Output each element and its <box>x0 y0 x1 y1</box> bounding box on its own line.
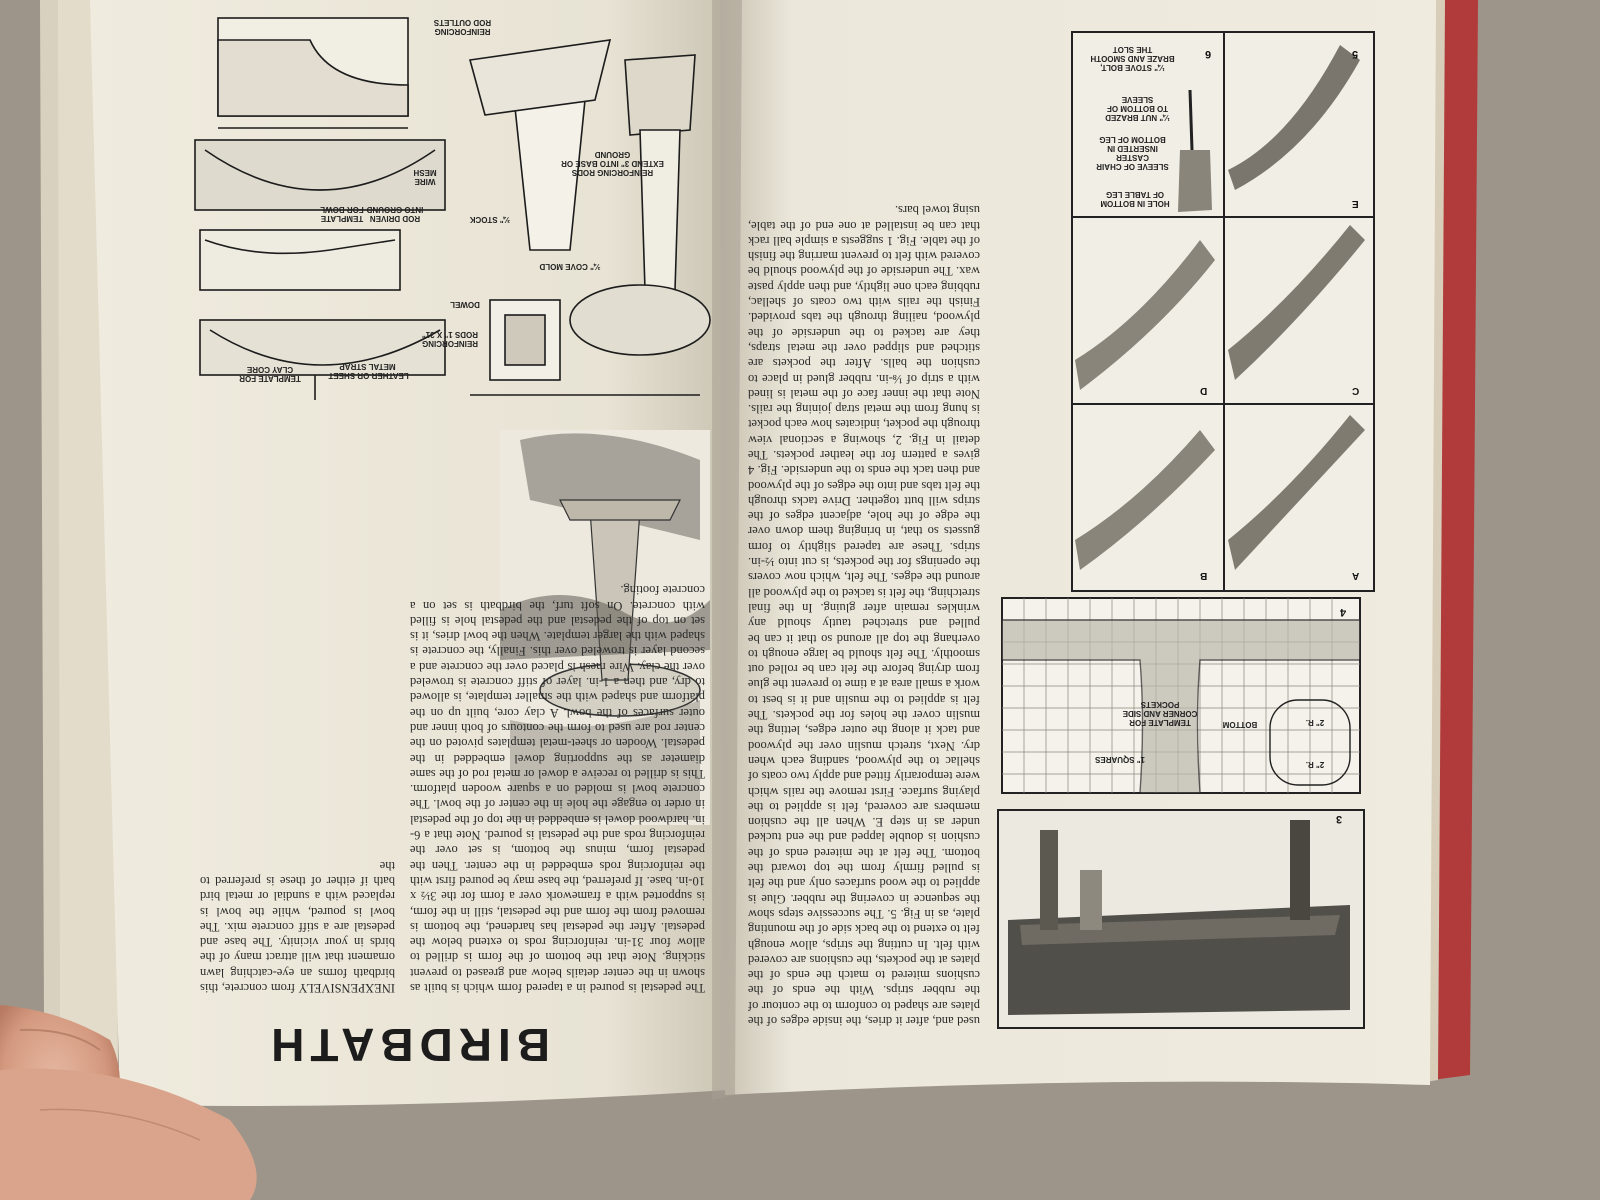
diagram-label-reinforcing-rods: REINFORCING RODS 1" X 31" <box>421 330 479 348</box>
fig-4-number: 4 <box>1340 606 1347 618</box>
fig6-label-nut: ¼" NUT BRAZED TO BOTTOM OF SLEEVE <box>1105 95 1170 122</box>
step-label-a: A <box>1352 570 1360 581</box>
diagram-label-rods-extend: REINFORCING RODS EXTEND 3" INTO BASE OR … <box>561 150 664 177</box>
paragraph-birdbath-main: The pedestal is poured in a tapered form… <box>410 583 705 995</box>
book-cover-edge <box>1432 0 1478 1080</box>
fig4-label-squares: 1" SQUARES <box>1094 755 1146 764</box>
paragraph-birdbath-intro: INEXPENSIVELY from concrete, this birdba… <box>200 858 395 995</box>
step-label-b: B <box>1200 570 1208 581</box>
diagram-label-cove-mold: ¾" COVE MOLD <box>539 262 601 271</box>
step-label-e: E <box>1352 198 1359 209</box>
fig-3-number: 3 <box>1336 813 1343 825</box>
fig-5-number: 5 <box>1352 48 1359 60</box>
birdbath-illustration <box>500 430 710 825</box>
fig4-label-bottom: BOTTOM <box>1222 720 1258 729</box>
diagram-label-leather-strap: LEATHER OR SHEET-METAL STRAP <box>326 362 409 380</box>
billiard-figures <box>997 31 1375 1029</box>
thumb <box>0 1005 257 1200</box>
fig4-label-radius-b: 2" R. <box>1305 760 1325 769</box>
fig6-label-bolt: ¼" STOVE BOLT, BRAZE AND SMOOTH THE SLOT <box>1090 45 1175 72</box>
fig4-label-radius-a: 2" R. <box>1305 718 1325 727</box>
diagram-label-dowel: DOWEL <box>450 300 480 309</box>
diagram-label-wire-mesh: WIRE MESH <box>413 168 437 186</box>
diagram-label-rod-outlets: REINFORCING ROD OUTLETS <box>433 18 492 36</box>
diagram-label-rod-driven: ROD DRIVEN INTO GROUND <box>366 205 424 223</box>
birdbath-diagrams <box>194 17 711 400</box>
fig6-label-sleeve: SLEEVE OF CHAIR CASTER INSERTED IN BOTTO… <box>1096 135 1169 171</box>
step-label-d: D <box>1200 385 1208 396</box>
page-title: BIRDBATH <box>265 1019 550 1071</box>
paragraph-billiard-instructions: used and, after it dries, the inside edg… <box>748 203 980 1028</box>
fig-6-number: 6 <box>1205 48 1212 60</box>
fig4-label-template: TEMPLATE FOR CORNER AND SIDE POCKETS <box>1122 700 1198 727</box>
step-label-c: C <box>1352 385 1360 396</box>
diagram-label-stock: ¾" STOCK <box>469 215 511 224</box>
diagram-label-template-clay-core: TEMPLATE FOR CLAY CORE <box>239 365 301 383</box>
left-page-text: BIRDBATH The pedestal is poured in a tap… <box>115 390 715 1090</box>
fig6-label-hole: HOLE IN BOTTOM OF TABLE LEG <box>1100 190 1170 208</box>
